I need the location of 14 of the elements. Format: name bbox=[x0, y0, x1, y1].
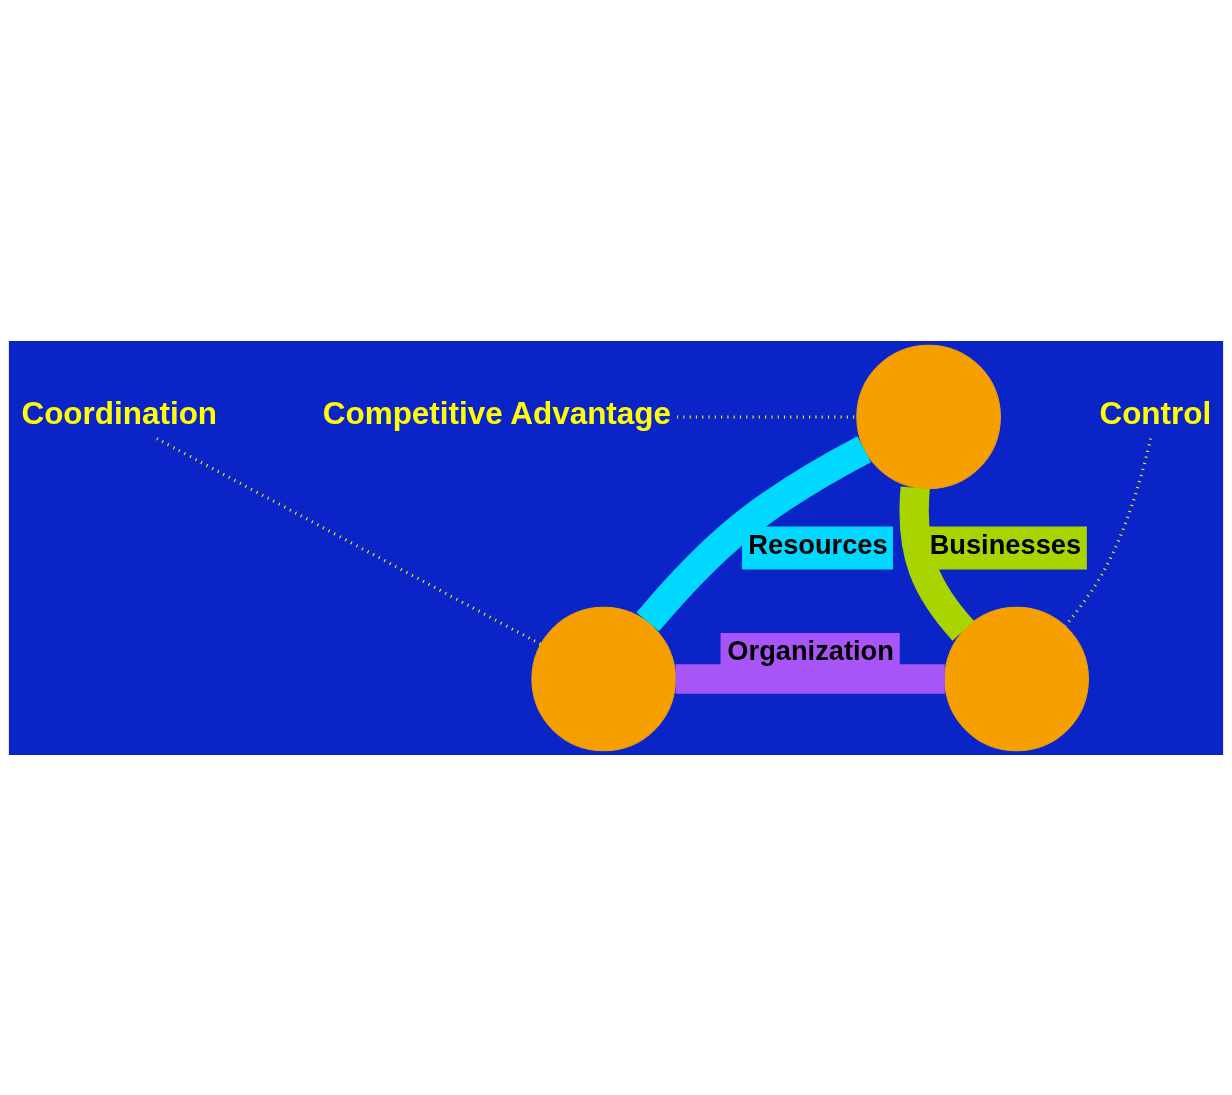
node-circle bbox=[856, 344, 1001, 489]
connector bbox=[677, 414, 857, 419]
edge-label: Businesses bbox=[929, 528, 1082, 560]
node-text: Coordination bbox=[21, 395, 218, 431]
node-text: Competitive Advantage bbox=[322, 395, 672, 431]
edge-label: Organization bbox=[727, 634, 894, 666]
node-circle bbox=[531, 606, 676, 751]
connector bbox=[1064, 437, 1153, 627]
edge-label: Resources bbox=[748, 528, 888, 560]
node-circle bbox=[944, 606, 1089, 751]
connector bbox=[156, 436, 542, 645]
connector bbox=[636, 435, 872, 631]
node-text: Control bbox=[1099, 395, 1212, 431]
connector bbox=[675, 663, 945, 694]
